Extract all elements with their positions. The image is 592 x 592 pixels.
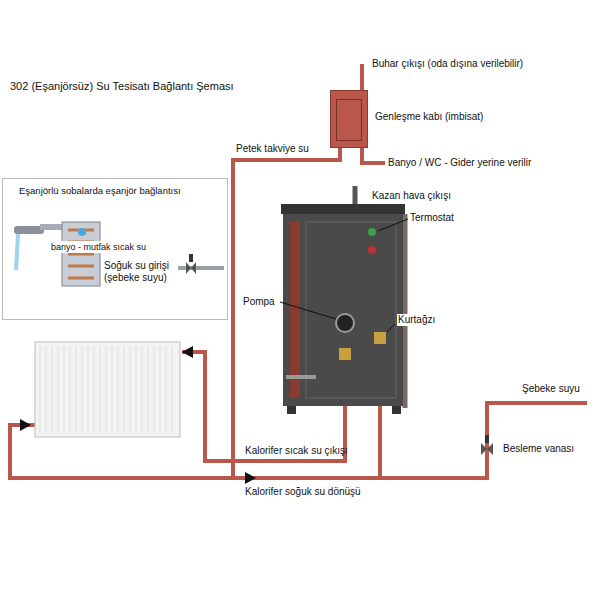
part-label: Pompa xyxy=(243,296,275,308)
boiler-leg xyxy=(392,406,401,414)
boiler-leg xyxy=(287,406,296,414)
pipe-group xyxy=(10,64,587,478)
node-heading: Genleşme kabı (imbisat) xyxy=(375,111,483,123)
part-label: Kurtağzı xyxy=(397,314,436,326)
node-heading: Eşanjörlü sobalarda eşanjör bağlantısı xyxy=(19,185,181,197)
part-label: Termostat xyxy=(410,212,454,224)
drain-pipe xyxy=(362,148,385,163)
water-stream xyxy=(16,234,18,270)
flow-arrow xyxy=(20,419,31,431)
leader-line xyxy=(280,302,336,319)
thermostat-symbol xyxy=(368,228,376,236)
boiler-top xyxy=(281,204,405,214)
valve-handle xyxy=(189,254,193,262)
tank-door xyxy=(336,99,362,141)
part-label: Kazan hava çıkışı xyxy=(372,190,451,202)
boiler-front-panel xyxy=(306,222,396,398)
exchanger-light xyxy=(78,228,86,236)
diagram-title: 302 (Eşanjörsüz) Su Tesisatı Bağlantı Şe… xyxy=(10,80,234,92)
part-label: Soğuk su girişi (şebeke suyu) xyxy=(104,260,176,284)
faucet-symbol xyxy=(14,226,44,234)
faucet-pipe xyxy=(40,224,62,230)
exchanger-symbol xyxy=(62,222,100,286)
valve-symbol xyxy=(481,443,493,455)
thermostat-light xyxy=(368,246,376,254)
flow-arrow xyxy=(245,472,256,484)
part-label: Besleme vanası xyxy=(503,443,574,455)
radiator-symbol xyxy=(35,342,180,437)
cold-water-pipe xyxy=(178,266,224,270)
leader-line xyxy=(387,324,395,332)
leader-line xyxy=(378,219,408,231)
side-pipe xyxy=(403,214,408,408)
part-label: Kalorifer sıcak su çıkışı xyxy=(245,445,348,457)
boiler-handle xyxy=(286,375,316,379)
pump-symbol xyxy=(336,314,354,332)
valve-handle xyxy=(485,435,489,443)
tap-fitting xyxy=(374,332,386,344)
exchanger-coils xyxy=(68,230,94,278)
part-label: Şebeke suyu xyxy=(522,383,580,395)
part-label: Kalorifer soğuk su dönüşü xyxy=(245,486,361,498)
valve-symbol xyxy=(186,262,196,274)
part-label: Banyo / WC - Gider yerine verilir xyxy=(388,157,531,169)
expansion-tank: Genleşme kabı (imbisat) xyxy=(330,90,368,148)
boiler-door-seal xyxy=(290,222,300,398)
part-label: Petek takviye su xyxy=(236,143,309,155)
outlet-fitting xyxy=(339,348,351,360)
radiator-ribs xyxy=(40,346,172,433)
steam-pipe xyxy=(360,64,364,92)
part-label: Buhar çıkışı (oda dışına verilebilir) xyxy=(372,58,523,70)
part-label: banyo - mutfak sıcak su xyxy=(50,241,147,253)
flow-arrow xyxy=(182,346,193,358)
